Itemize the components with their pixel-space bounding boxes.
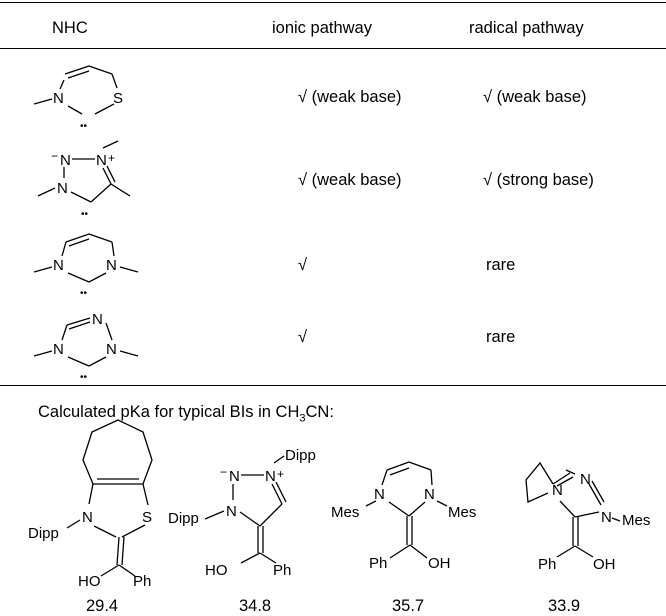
minus-charge: −: [51, 149, 58, 163]
pka-caption: Calculated pKa for typical BIs in CH3CN:: [38, 402, 334, 428]
atom-s: S: [142, 509, 152, 526]
atom-n-plus: N: [96, 152, 107, 169]
ho-label: HO: [78, 573, 101, 590]
pka-caption-subscript: 3: [299, 412, 306, 425]
table-header-rule: [0, 48, 666, 49]
atom-n-top: N: [580, 471, 591, 488]
dipp-label-top: Dipp: [285, 447, 316, 464]
atom-n-minus: N: [229, 468, 240, 485]
atom-n: N: [53, 90, 64, 107]
atom-n: N: [82, 509, 93, 526]
atom-s: S: [113, 90, 123, 107]
bi-thiazolium-structure: N S Dipp HO Ph: [28, 419, 153, 590]
atom-n3: N: [106, 257, 117, 274]
atom-n1: N: [374, 486, 385, 503]
header-radical-pathway: radical pathway: [469, 19, 584, 37]
ph-label: Ph: [133, 573, 151, 590]
pka-value-1: 29.4: [86, 597, 119, 615]
pka-caption-tail: CN:: [305, 403, 334, 421]
nhc-imidazolylidene: N N ••: [33, 233, 139, 299]
nhc-thiazolylidene: N S ••: [33, 65, 123, 132]
row3-radical: rare: [486, 256, 516, 274]
row2-ionic: √ (weak base): [298, 171, 402, 189]
atom-n-left: N: [53, 341, 64, 358]
dipp-label: Dipp: [28, 525, 59, 542]
atom-n1: N: [53, 257, 64, 274]
plus-charge: +: [277, 467, 284, 481]
mes-label-right: Mes: [448, 504, 476, 521]
ph-label: Ph: [538, 556, 556, 573]
row4-ionic: √: [298, 328, 308, 346]
row1-ionic: √ (weak base): [298, 88, 402, 106]
atom-n-lower: N: [226, 503, 237, 520]
nhc-triazolylidene: N N N ••: [33, 311, 139, 383]
oh-label: OH: [593, 556, 616, 573]
atom-n-top: N: [92, 311, 103, 328]
bi-mesoionic-structure: N − N + N Dipp Dipp HO Ph: [168, 447, 316, 579]
carbene-lone-pair: ••: [80, 121, 88, 132]
bi-imidazolium-structure: N N Mes Mes Ph OH: [331, 461, 476, 572]
mes-label-left: Mes: [331, 504, 359, 521]
pka-value-4: 33.9: [548, 597, 581, 615]
carbene-lone-pair-3: ••: [80, 288, 88, 299]
row2-radical: √ (strong base): [483, 171, 594, 189]
atom-n3: N: [424, 486, 435, 503]
ph-label: Ph: [273, 562, 291, 579]
atom-n-fused: N: [552, 482, 563, 499]
atom-n-right: N: [106, 341, 117, 358]
carbene-lone-pair-2: ••: [81, 209, 89, 220]
row4-radical: rare: [486, 328, 516, 346]
ph-label: Ph: [369, 555, 387, 572]
atom-n-mes: N: [601, 509, 612, 526]
atom-n-minus: N: [60, 152, 71, 169]
bi-triazolium-structure: N N N Mes Ph OH: [525, 461, 650, 573]
minus-charge: −: [220, 465, 227, 479]
nhc-mesoionic-triazolylidene: N − N + N ••: [37, 140, 131, 220]
plus-charge: +: [108, 151, 115, 165]
ho-label: HO: [205, 562, 228, 579]
header-nhc: NHC: [52, 19, 88, 37]
atom-n-lower: N: [57, 180, 68, 197]
dipp-label-left: Dipp: [168, 510, 199, 527]
table-bottom-rule: [0, 385, 666, 386]
pka-caption-text: Calculated pKa for typical BIs in CH: [38, 403, 300, 421]
carbene-lone-pair-4: ••: [80, 372, 88, 383]
atom-n-plus: N: [265, 468, 276, 485]
table-top-rule: [0, 2, 666, 3]
mes-label: Mes: [622, 512, 650, 529]
row3-ionic: √: [298, 256, 308, 274]
header-ionic-pathway: ionic pathway: [272, 19, 372, 37]
oh-label: OH: [428, 555, 451, 572]
pka-value-3: 35.7: [392, 597, 425, 615]
pka-value-2: 34.8: [239, 597, 272, 615]
row1-radical: √ (weak base): [483, 88, 587, 106]
